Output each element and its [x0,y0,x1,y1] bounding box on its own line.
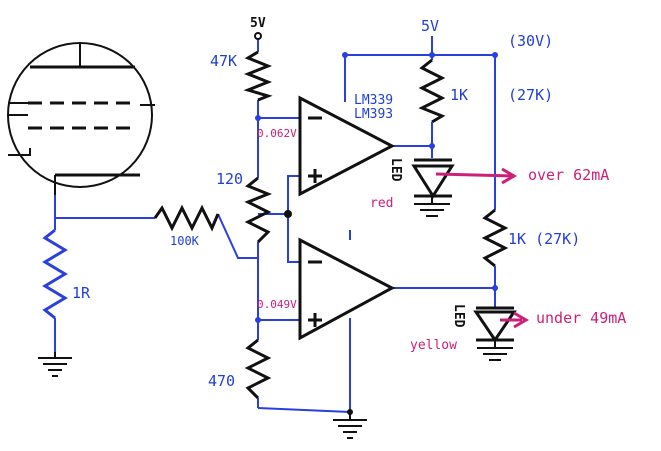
ground-led-yellow-icon [477,347,513,361]
supply-alt-label: (30V) [508,32,553,50]
led-yellow-icon [473,306,517,348]
resistor-1k-bottom-icon [481,208,509,308]
resistor-470-icon [244,338,272,400]
arrow-over-icon [435,167,517,185]
junction-dot [492,285,498,291]
resistor-1r-icon [42,228,68,320]
resistor-120-icon [244,176,273,244]
arrow-under-icon [500,311,529,329]
arrow-over-label: over 62mA [528,166,609,184]
ground-main-icon [333,409,367,439]
vacuum-tube-icon [7,42,155,195]
wiring [54,36,496,413]
supply-terminal-icon [254,32,262,40]
led-top-color-label: red [370,196,393,211]
volt-upper-label: 0.062V [257,127,297,140]
opamp-upper-icon [298,95,396,197]
volt-lower-label: 0.049V [257,298,297,311]
chip-2-label: LM393 [354,107,393,122]
r-bottom-label: 470 [208,372,235,390]
r-top-label: 47K [210,52,237,70]
r-series-label: 100K [170,234,200,248]
resistor-47k-icon [243,50,273,102]
resistor-100k-icon [153,204,220,232]
supply-right-label: 5V [421,17,439,35]
chip-1-label: LM339 [354,93,393,108]
junction-dot [429,143,435,149]
r-mid-label: 120 [216,170,243,188]
opamp-lower-icon [298,237,396,341]
r-cathode-label: 1R [72,284,91,302]
junction-dot [255,317,261,323]
ground-led-red-icon [414,203,450,217]
r-led-bottom-label: 1K (27K) [508,230,580,248]
r-led-top-label: 1K [450,86,468,104]
ground-tube-icon [38,352,72,377]
junction-dot [492,52,498,58]
supply-left-label: 5V [250,16,266,31]
led-bottom-label: LED [451,304,466,328]
junction-dot [429,52,435,58]
arrow-under-label: under 49mA [536,309,626,327]
junction-dot [255,115,261,121]
junction-dot [342,52,348,58]
led-top-label: LED [388,158,403,182]
resistor-1k-top-icon [418,58,446,158]
led-bottom-color-label: yellow [410,338,457,353]
led-red-icon [411,158,455,204]
r-led-top-alt-label: (27K) [508,86,553,104]
